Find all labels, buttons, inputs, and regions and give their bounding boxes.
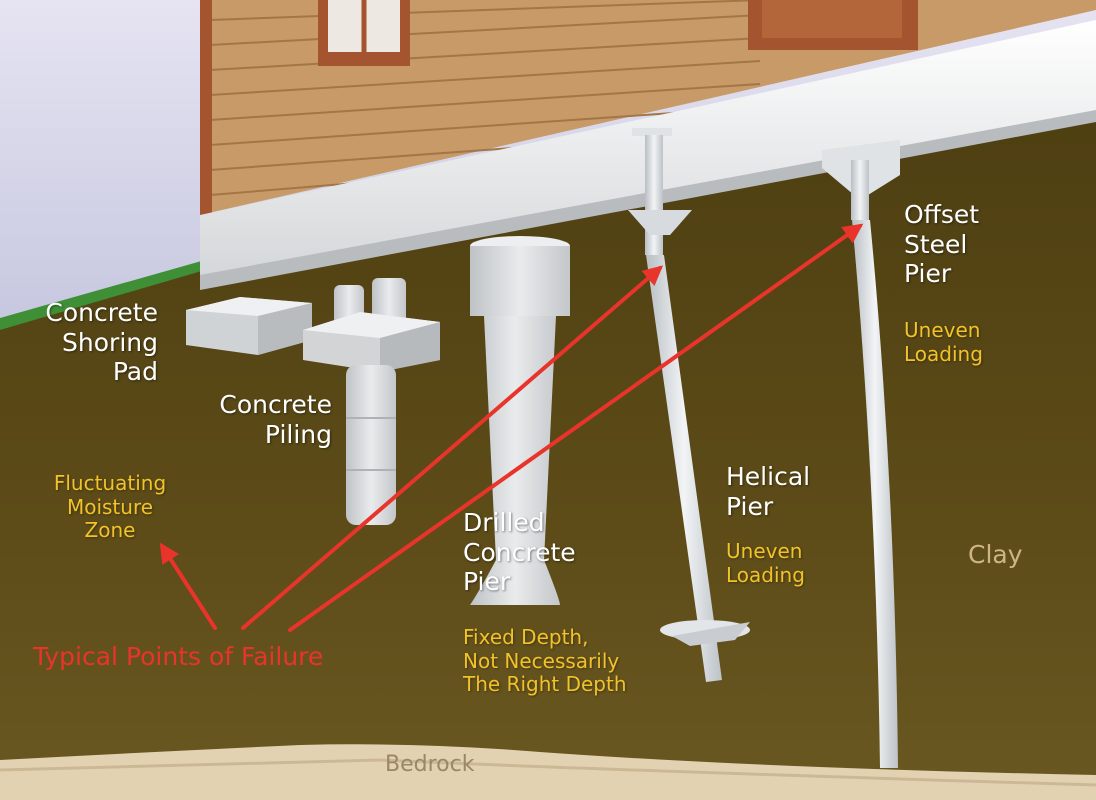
label-line: Fluctuating [53,471,167,495]
label-helical-pier-note: Uneven Loading [726,539,805,587]
arrow-to-helical-pier [241,265,664,630]
piling-illustration [303,278,440,525]
label-line: Pier [726,491,774,521]
label-clay: Clay [968,540,1023,569]
offset-pier-illustration [822,140,900,768]
label-line: Pier [463,567,511,596]
label-line: Offset [904,200,980,229]
label-offset-steel-pier: Offset Steel Pier [904,200,979,289]
label-line: Moisture [66,494,154,519]
label-line: Pier [904,259,952,288]
label-concrete-piling: Concrete Piling [190,390,332,449]
helical-pier-illustration [628,128,750,682]
label-line: Concrete [45,298,158,327]
label-helical-pier: Helical Pier [726,462,810,521]
label-bedrock: Bedrock [385,752,475,777]
label-line: Fixed Depth, [463,625,589,649]
label-typical-points-of-failure: Typical Points of Failure [33,642,324,671]
label-line: Loading [904,341,983,366]
grass [0,260,205,330]
label-line: Concrete [219,390,332,419]
shoring-pad-illustration [186,297,312,355]
label-line: Piling [264,419,332,449]
label-concrete-shoring-pad: Concrete Shoring Pad [20,298,158,387]
label-fluctuating-moisture-zone: Fluctuating Moisture Zone [40,471,180,543]
label-line: Not Necessarily [463,648,620,673]
label-drilled-pier-note: Fixed Depth, Not Necessarily The Right D… [463,625,627,697]
label-line: The Right Depth [463,672,627,697]
label-line: Zone [84,518,136,543]
label-line: Helical [726,462,811,491]
label-offset-pier-note: Uneven Loading [904,318,983,366]
label-drilled-concrete-pier: Drilled Concrete Pier [463,508,576,597]
arrow-to-moisture-zone [159,542,217,630]
arrow-to-offset-pier [288,223,864,632]
label-line: Uneven [726,539,803,563]
failure-arrows [159,223,864,632]
label-line: Drilled [463,508,545,537]
label-line: Uneven [904,318,981,342]
label-line: Pad [112,357,158,386]
label-line: Steel [904,229,968,259]
drilled-pier-illustration [470,236,570,605]
label-line: Concrete [463,537,576,567]
bedrock-layer [0,744,1096,800]
label-line: Shoring [62,327,158,357]
label-line: Loading [726,562,805,587]
